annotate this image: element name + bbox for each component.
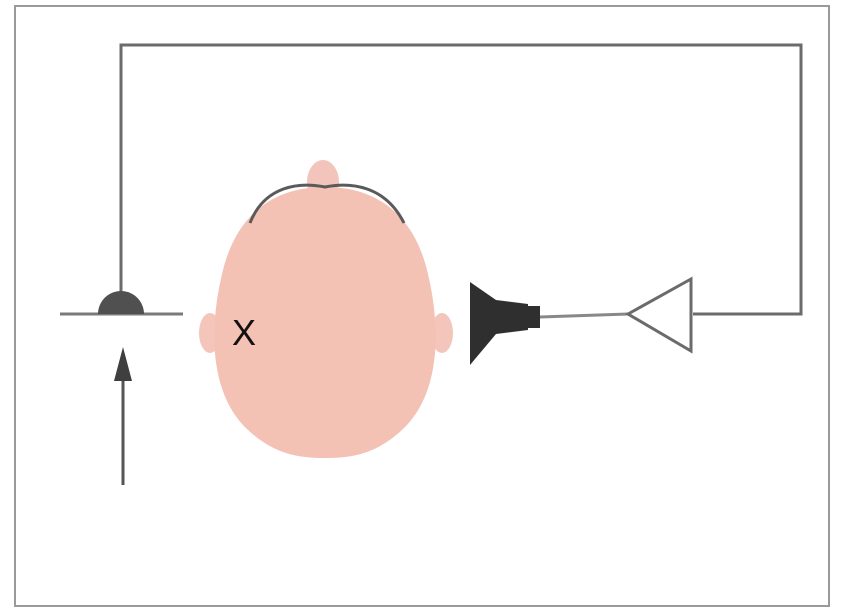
amplifier-triangle-icon: [624, 276, 693, 354]
head-icon: [199, 160, 453, 458]
head-marker-label: X: [232, 312, 256, 353]
diagram-frame: [14, 5, 830, 607]
speaker-wire: [539, 312, 629, 319]
feedback-path-line: [119, 43, 803, 316]
up-arrow-icon: [114, 347, 132, 485]
speaker-icon: [470, 282, 540, 365]
microphone-icon: [98, 291, 144, 314]
